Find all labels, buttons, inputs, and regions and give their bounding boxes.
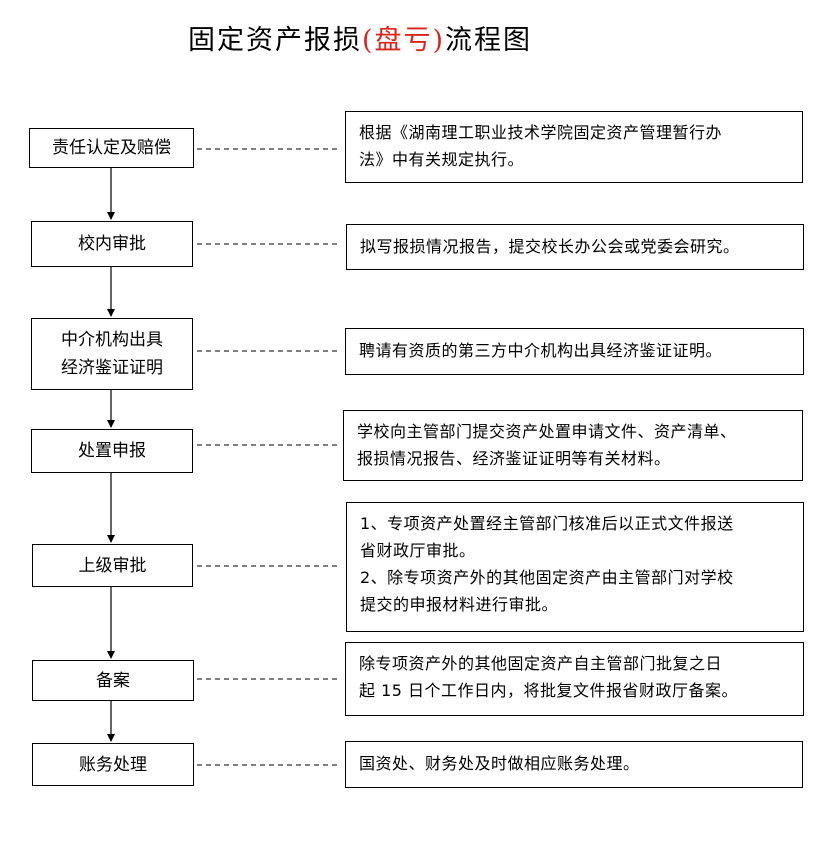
desc-box-2: 拟写报损情况报告，提交校长办公会或党委会研究。 [346, 224, 804, 270]
desc-line: 除专项资产外的其他固定资产自主管部门批复之日 [359, 654, 723, 673]
step-box-7: 账务处理 [32, 743, 194, 786]
step-label-line-2: 经济鉴证证明 [61, 358, 163, 378]
desc-line: 根据《湖南理工职业技术学院固定资产管理暂行办 [359, 123, 723, 142]
desc-line: 法》中有关规定执行。 [359, 150, 525, 169]
desc-box-5: 1、专项资产处置经主管部门核准后以正式文件报送 省财政厅审批。 2、除专项资产外… [346, 502, 804, 632]
desc-box-4: 学校向主管部门提交资产处置申请文件、资产清单、 报损情况报告、经济鉴证证明等有关… [343, 410, 803, 481]
desc-line: 学校向主管部门提交资产处置申请文件、资产清单、 [357, 422, 737, 441]
page-title: 固定资产报损(盘亏)流程图 [0, 18, 720, 57]
title-main: 固定资产报损 [187, 25, 362, 56]
step-box-5: 上级审批 [32, 544, 193, 587]
desc-line: 1、专项资产处置经主管部门核准后以正式文件报送 [360, 514, 734, 533]
desc-box-7: 国资处、财务处及时做相应账务处理。 [345, 741, 803, 788]
step-label: 责任认定及赔偿 [52, 138, 171, 158]
desc-line: 起 15 日个工作日内，将批复文件报省财政厅备案。 [359, 681, 739, 700]
desc-line: 拟写报损情况报告，提交校长办公会或党委会研究。 [360, 237, 740, 256]
desc-line: 提交的申报材料进行审批。 [360, 595, 559, 614]
title-tail: 流程图 [445, 25, 533, 56]
step-box-2: 校内审批 [31, 221, 193, 267]
step-box-3: 中介机构出具 经济鉴证证明 [31, 318, 193, 390]
step-box-1: 责任认定及赔偿 [29, 128, 194, 168]
desc-line: 聘请有资质的第三方中介机构出具经济鉴证证明。 [359, 341, 723, 360]
step-label: 上级审批 [78, 555, 147, 576]
desc-line: 省财政厅审批。 [360, 541, 476, 560]
step-label: 校内审批 [78, 234, 146, 254]
step-label-line-1: 中介机构出具 [61, 330, 163, 350]
title-paren: (盘亏) [361, 25, 446, 56]
desc-box-1: 根据《湖南理工职业技术学院固定资产管理暂行办 法》中有关规定执行。 [345, 111, 803, 183]
desc-line: 国资处、财务处及时做相应账务处理。 [359, 754, 640, 773]
desc-box-6: 除专项资产外的其他固定资产自主管部门批复之日 起 15 日个工作日内，将批复文件… [345, 642, 804, 716]
step-label: 处置申报 [78, 441, 146, 461]
desc-line: 报损情况报告、经济鉴证证明等有关材料。 [357, 449, 671, 468]
step-box-6: 备案 [32, 660, 194, 701]
desc-line: 2、除专项资产外的其他固定资产由主管部门对学校 [360, 568, 734, 587]
step-label: 账务处理 [79, 754, 147, 775]
desc-box-3: 聘请有资质的第三方中介机构出具经济鉴证证明。 [345, 328, 804, 375]
step-label: 备案 [96, 670, 130, 691]
step-box-4: 处置申报 [31, 429, 193, 473]
